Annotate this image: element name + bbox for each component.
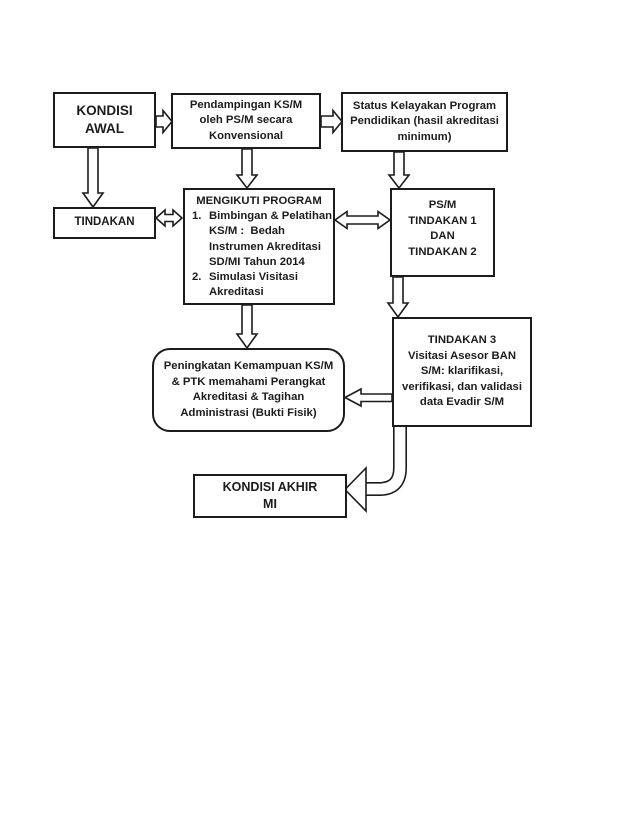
node-psm-tindakan-1-2: PS/M TINDAKAN 1 DAN TINDAKAN 2 [390, 188, 495, 277]
arrow-status-to-psm [387, 151, 411, 190]
arrow-pendampingan-to-status [320, 108, 344, 135]
list-item-text: Bimbingan & Pelatihan KS/M : Bedah Instr… [209, 209, 333, 270]
node-line: Peningkatan Kemampuan KS/M [163, 360, 334, 372]
node-line: SD/MI Tahun 2014 [209, 255, 305, 268]
list-item-number: 2. [192, 271, 202, 284]
node-line: AWAL [85, 121, 124, 136]
node-line: & PTK memahami Perangkat [171, 375, 326, 388]
node-line: MI [263, 497, 277, 511]
arrow-mengikuti-to-peningkatan [235, 304, 259, 350]
node-peningkatan-kemampuan: Peningkatan Kemampuan KS/M & PTK memaham… [152, 348, 345, 432]
node-line: Pendidikan (hasil akreditasi [350, 115, 499, 128]
arrow-kondisi-awal-to-tindakan [81, 147, 105, 209]
node-line: Status Kelayakan Program [352, 99, 497, 112]
node-title: MENGIKUTI PROGRAM [196, 195, 322, 207]
list-item-text: Simulasi Visitasi Akreditasi [209, 270, 333, 300]
node-line: TINDAKAN [74, 216, 135, 229]
node-line: PS/M [428, 199, 457, 211]
node-line: TINDAKAN 3 [427, 334, 497, 347]
node-pendampingan: Pendampingan KS/M oleh PS/M secara Konve… [171, 93, 321, 149]
arrow-tindakan-mengikuti-double [154, 208, 184, 228]
node-tindakan-3: TINDAKAN 3 Visitasi Asesor BAN S/M: klar… [392, 317, 532, 427]
node-mengikuti-program: MENGIKUTI PROGRAM 1. Bimbingan & Pelatih… [183, 188, 335, 305]
node-line: S/M: klarifikasi, [420, 365, 504, 378]
node-line: Simulasi Visitasi [209, 271, 298, 284]
node-line: verifikasi, dan validasi [402, 380, 522, 393]
node-tindakan: TINDAKAN [53, 207, 156, 239]
list-item: 1. Bimbingan & Pelatihan KS/M : Bedah In… [185, 209, 333, 270]
arrow-psm-to-tindakan3 [386, 276, 410, 319]
node-line: minimum) [397, 130, 452, 143]
node-line: data Evadir S/M [419, 396, 505, 409]
node-status-kelayakan: Status Kelayakan Program Pendidikan (has… [341, 92, 508, 152]
node-line: TINDAKAN 2 [408, 245, 477, 258]
node-line: KS/M : Bedah [209, 225, 285, 238]
list-item: 2. Simulasi Visitasi Akreditasi [185, 270, 333, 300]
arrow-tindakan3-to-kondisi-akhir [343, 425, 407, 513]
arrow-tindakan3-to-peningkatan [343, 387, 393, 408]
node-line: Visitasi Asesor BAN [408, 349, 516, 362]
node-line: TINDAKAN 1 [408, 214, 477, 227]
node-line: KONDISI [76, 103, 133, 118]
node-line: Administrasi (Bukti Fisik) [180, 406, 317, 419]
arrow-mengikuti-psm-double [333, 209, 392, 231]
node-line: DAN [430, 230, 455, 242]
node-kondisi-awal: KONDISI AWAL [53, 92, 156, 148]
arrow-pendampingan-to-mengikuti [235, 148, 259, 190]
node-line: KONDISI AKHIR [222, 480, 318, 494]
node-line: Bimbingan & Pelatihan [209, 210, 333, 223]
node-line: Konvensional [208, 129, 284, 142]
node-line: oleh PS/M secara [199, 114, 293, 127]
node-kondisi-akhir-mi: KONDISI AKHIR MI [193, 474, 347, 518]
node-line: Akreditasi & Tagihan [192, 391, 305, 403]
node-line: Pendampingan KS/M [189, 98, 303, 111]
node-line: Akreditasi [209, 286, 264, 299]
arrow-kondisi-awal-to-pendampingan [155, 108, 174, 135]
list-item-number: 1. [192, 210, 202, 223]
node-line: Instrumen Akreditasi [209, 240, 321, 253]
